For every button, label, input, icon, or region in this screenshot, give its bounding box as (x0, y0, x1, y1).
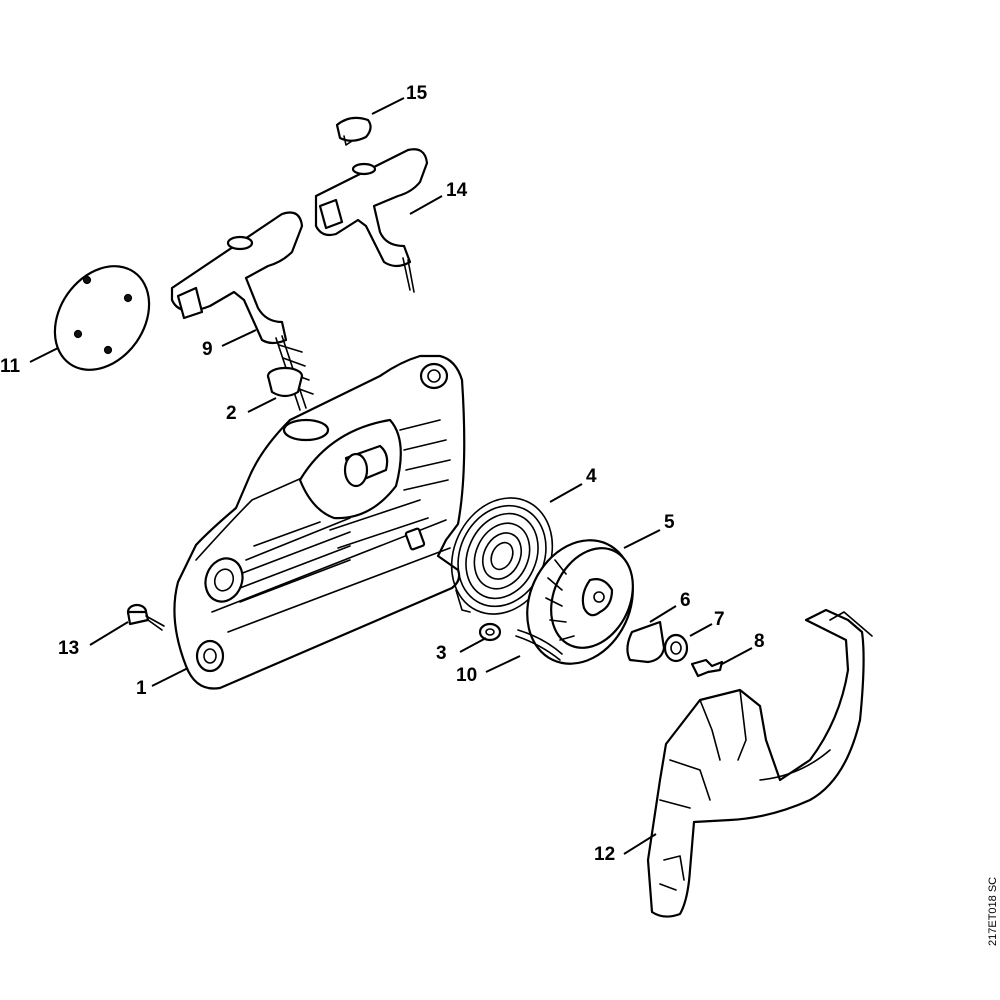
callout-14: 14 (446, 180, 468, 201)
part-5-rope-rotor (526, 539, 634, 665)
leader-2 (247, 397, 277, 413)
callout-13: 13 (58, 638, 79, 659)
leader-9 (221, 329, 257, 347)
part-11-plate (53, 265, 151, 371)
leader-6 (649, 605, 677, 623)
leader-15 (371, 97, 405, 115)
leader-4 (549, 483, 583, 503)
leader-13 (89, 621, 129, 646)
reference-code: 217ET018 SC (987, 877, 999, 946)
callout-12: 12 (594, 844, 615, 865)
part-1-fan-housing (173, 354, 466, 690)
callout-4: 4 (586, 466, 597, 487)
leader-7 (689, 623, 713, 637)
leader-8 (721, 647, 753, 665)
callout-9: 9 (202, 339, 213, 360)
callout-10: 10 (456, 665, 477, 686)
part-12-cover (646, 608, 873, 918)
callout-5: 5 (664, 512, 675, 533)
part-14-starter-grip (314, 148, 429, 293)
leader-5 (623, 529, 661, 549)
leader-1 (151, 667, 189, 687)
callout-1: 1 (136, 678, 147, 699)
leader-3 (459, 637, 487, 653)
callout-11: 11 (0, 356, 21, 377)
leader-11 (29, 347, 59, 363)
part-9-starter-grip (170, 211, 314, 411)
part-3-screw (478, 622, 502, 642)
callout-8: 8 (754, 631, 765, 652)
leader-12 (623, 833, 657, 855)
leader-lines (29, 97, 753, 855)
part-15-cap (335, 116, 372, 146)
callout-labels: 15 14 9 11 2 4 5 6 7 8 3 10 13 1 12 (0, 83, 765, 865)
callout-7: 7 (714, 609, 725, 630)
callout-2: 2 (226, 403, 237, 424)
part-2-rope-bushing (266, 366, 304, 398)
callout-3: 3 (436, 643, 447, 664)
callout-15: 15 (406, 83, 428, 104)
part-7-washer (663, 633, 689, 663)
leader-10 (485, 655, 521, 673)
part-8-spring-clip (690, 658, 724, 678)
callout-6: 6 (680, 590, 691, 611)
part-6-pawl (626, 620, 666, 664)
part-10-starter-rope (515, 629, 563, 661)
part-13-screw (126, 603, 165, 631)
leader-14 (409, 195, 443, 215)
